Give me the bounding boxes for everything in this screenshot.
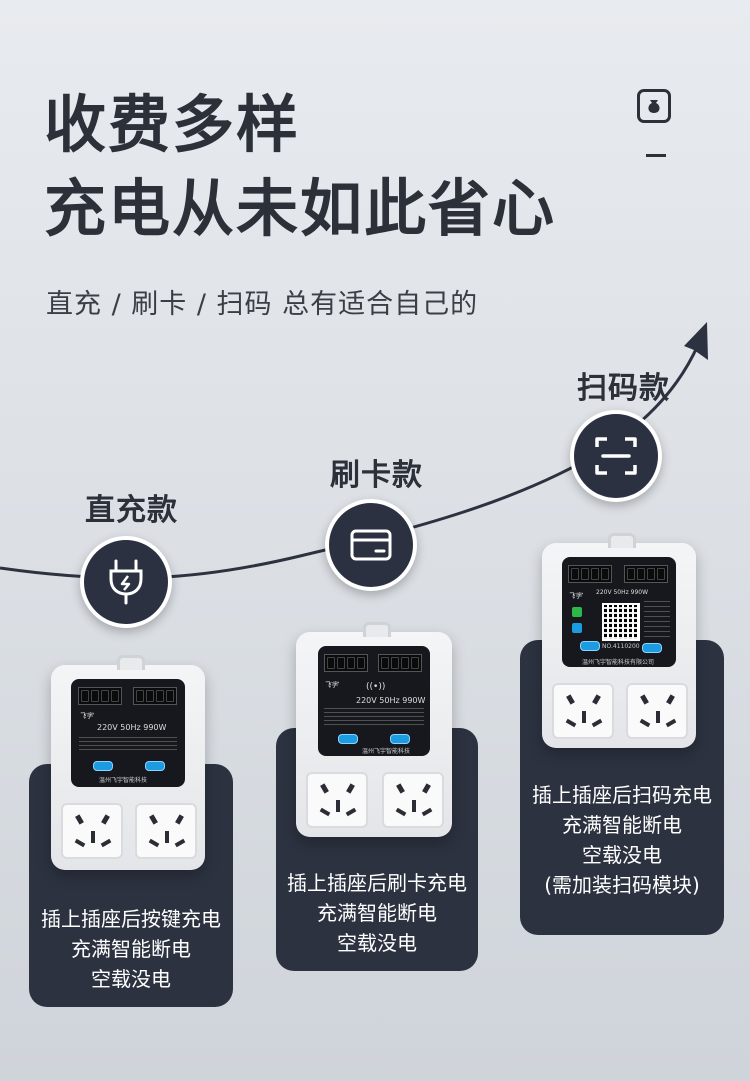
label-scan: 扫码款 <box>577 371 670 406</box>
card-brand: 飞宇 <box>324 681 338 689</box>
direct-brand: 飞宇 <box>79 712 93 720</box>
direct-line-1: 插上插座后按键充电 <box>41 907 221 931</box>
card-spec: 220V 50Hz 990W <box>356 696 426 705</box>
wechat-icon <box>572 607 582 617</box>
scan-icon <box>595 437 637 475</box>
card-line-3: 空载没电 <box>337 931 417 955</box>
card-icon <box>350 529 392 561</box>
money-bag-icon <box>637 89 671 123</box>
scan-line-1: 插上插座后扫码充电 <box>532 783 712 807</box>
card-line-2: 充满智能断电 <box>317 901 437 925</box>
headline-line-1: 收费多样 <box>44 88 301 161</box>
headline-line-2: 充电从未如此省心 <box>44 172 557 245</box>
arrow-head-icon <box>684 322 708 360</box>
scan-spec: 220V 50Hz 990W <box>596 589 649 596</box>
card-line-1: 插上插座后刷卡充电 <box>287 871 467 895</box>
subtitle: 直充 / 刷卡 / 扫码 总有适合自己的 <box>46 289 479 320</box>
label-direct: 直充款 <box>85 493 178 528</box>
scan-line-2: 充满智能断电 <box>562 813 682 837</box>
scan-circle <box>570 410 662 502</box>
direct-circle <box>80 536 172 628</box>
scan-line-3: 空载没电 <box>582 843 662 867</box>
direct-spec: 220V 50Hz 990W <box>97 723 167 732</box>
direct-line-3: 空载没电 <box>91 967 171 991</box>
card-device-image: 飞宇 ((•)) 220V 50Hz 990W 温州飞宇智能科技 <box>296 622 452 837</box>
alipay-icon <box>572 623 582 633</box>
decorative-dash <box>646 154 666 157</box>
card-circle <box>325 499 417 591</box>
direct-maker: 温州飞宇智能科技 <box>99 777 148 784</box>
scan-line-4: (需加装扫码模块) <box>544 873 700 897</box>
label-card: 刷卡款 <box>330 458 423 493</box>
scan-code: NO.4110200 <box>602 643 640 650</box>
card-maker: 温州飞宇智能科技 <box>362 748 411 755</box>
scan-maker: 温州飞宇智能科技有限公司 <box>582 659 655 666</box>
direct-line-2: 充满智能断电 <box>71 937 191 961</box>
direct-device-image: 飞宇 220V 50Hz 990W 温州飞宇智能科技 <box>51 655 205 870</box>
qr-code-image <box>602 603 640 641</box>
scan-device-image: 飞宇 220V 50Hz 990W NO.4110200 温州飞宇智能科技有限公… <box>542 533 696 748</box>
plug-icon <box>109 559 143 605</box>
scan-brand: 飞宇 <box>568 592 582 600</box>
nfc-icon: ((•)) <box>366 682 386 692</box>
